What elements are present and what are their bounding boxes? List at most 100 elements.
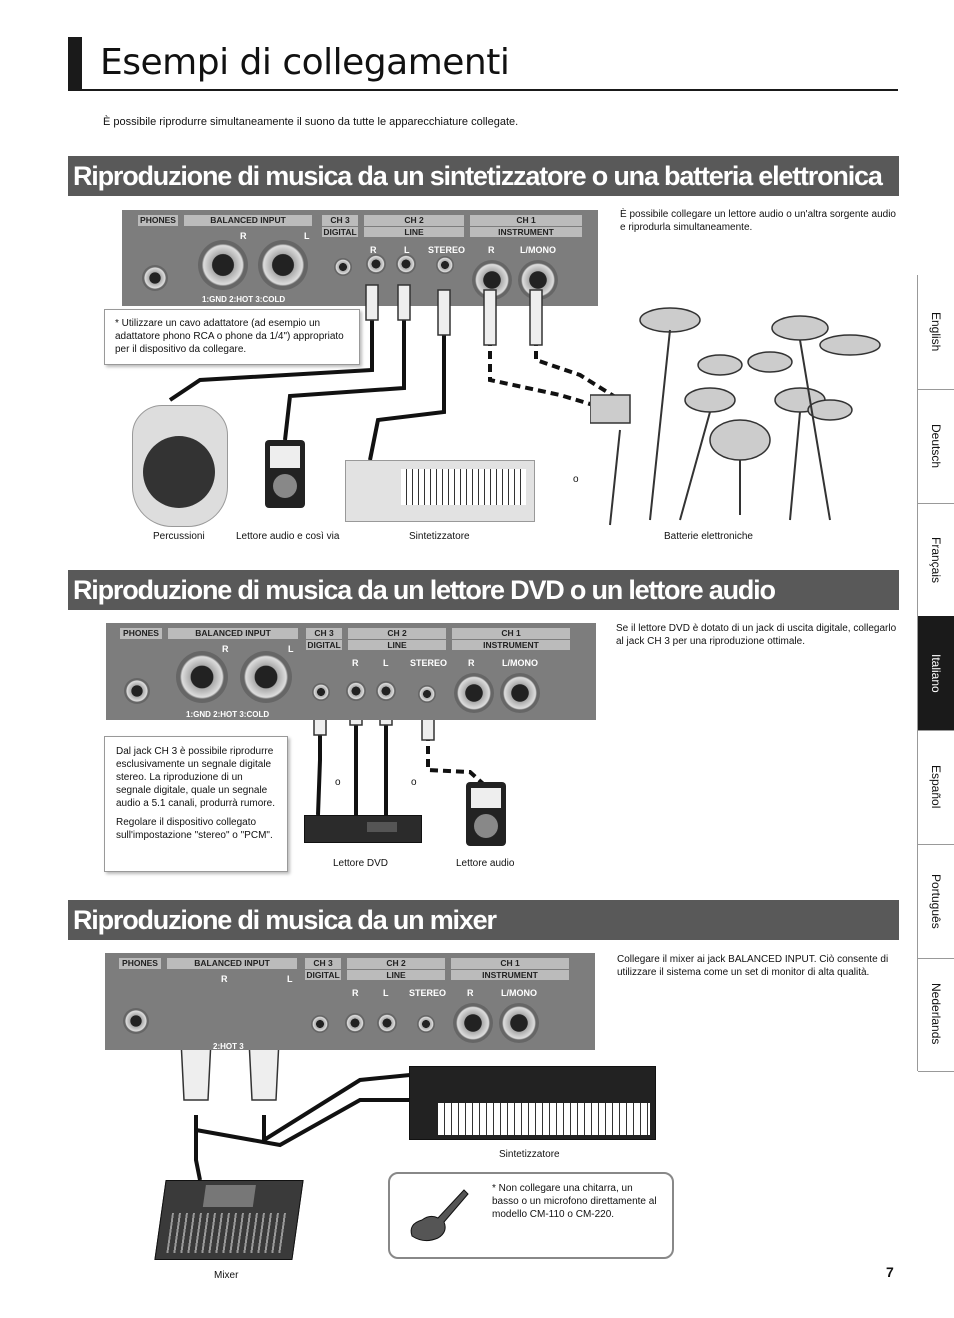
section3-description: Collegare il mixer ai jack BALANCED INPU… — [617, 954, 889, 978]
stereo-mini-jack — [418, 685, 436, 703]
language-tabs: English Deutsch Français Italiano Españo… — [917, 275, 954, 1072]
phones-jack — [124, 678, 150, 704]
l-label: L — [304, 231, 310, 241]
instrument-r-jack — [453, 1003, 493, 1043]
r-label: R — [240, 231, 247, 241]
instrument-lmono-jack — [499, 1003, 539, 1043]
tab-english[interactable]: English — [918, 275, 954, 390]
instrument-label: INSTRUMENT — [451, 970, 569, 980]
phones-jack — [142, 265, 168, 291]
section1-description: È possibile collegare un lettore audio o… — [620, 209, 896, 233]
r-label: R — [221, 974, 228, 984]
mixer-device — [154, 1180, 304, 1260]
or-text-3: o — [411, 777, 417, 788]
rca-r-jack — [366, 254, 386, 274]
xlr-l-jack — [240, 651, 292, 703]
caption-synth-2: Sintetizzatore — [499, 1149, 560, 1160]
page-title: Esempi di collegamenti — [100, 42, 510, 83]
xlr-r-jack — [176, 651, 228, 703]
ch2-label: CH 2 — [347, 958, 445, 969]
section-heading-mixer: Riproduzione di musica da un mixer — [68, 900, 899, 940]
digital-jack — [334, 258, 352, 276]
intro-text: È possibile riprodurre simultaneamente i… — [103, 116, 519, 128]
lmono-label: L/MONO — [501, 988, 537, 998]
audio-player-wheel-2 — [474, 814, 498, 838]
or-text-2: o — [335, 777, 341, 788]
audio-player-device-2 — [466, 782, 506, 846]
caption-audio: Lettore audio — [456, 858, 515, 869]
stereo-label: STEREO — [410, 658, 448, 668]
synth-keyboard — [345, 460, 535, 522]
ch2-r-label: R — [352, 988, 359, 998]
ch1-label: CH 1 — [470, 215, 582, 226]
or-text-1: o — [573, 474, 579, 485]
ch2-r-label: R — [352, 658, 359, 668]
ch1-r-label: R — [468, 658, 475, 668]
l-label: L — [287, 974, 293, 984]
synth-keys-2 — [438, 1103, 650, 1135]
audio-player-wheel — [273, 474, 297, 498]
audio-player-screen — [270, 446, 300, 468]
digital-jack — [311, 1015, 329, 1033]
digital-label: DIGITAL — [322, 227, 358, 237]
ch1-r-label: R — [488, 245, 495, 255]
section2-description: Se il lettore DVD è dotato di un jack di… — [616, 623, 897, 647]
percussion-pad-surface — [143, 436, 215, 508]
tab-deutsch[interactable]: Deutsch — [918, 389, 954, 504]
rca-r-jack — [345, 1013, 365, 1033]
phones-jack — [123, 1008, 149, 1034]
line-label: LINE — [347, 970, 445, 980]
digital-label: DIGITAL — [305, 970, 341, 980]
page-number: 7 — [886, 1264, 894, 1280]
mixer-faders — [166, 1213, 288, 1253]
percussion-pad — [132, 405, 228, 527]
section2-note: Dal jack CH 3 è possibile riprodurre esc… — [104, 736, 288, 872]
phones-label: PHONES — [120, 628, 162, 639]
line-label: LINE — [364, 227, 464, 237]
ch3-label: CH 3 — [305, 958, 341, 969]
l-label: L — [288, 644, 294, 654]
ch2-label: CH 2 — [364, 215, 464, 226]
ch2-l-label: L — [404, 245, 410, 255]
title-bar-accent — [68, 37, 82, 90]
instrument-lmono-jack — [500, 673, 540, 713]
section3-note-text: * Non collegare una chitarra, un basso o… — [492, 1183, 657, 1220]
section2-note-p2: Regolare il dispositivo collegato sull'i… — [116, 817, 273, 841]
ch1-label: CH 1 — [451, 958, 569, 969]
electronic-drum-kit — [590, 307, 881, 526]
stereo-label: STEREO — [409, 988, 447, 998]
stereo-label: STEREO — [428, 245, 466, 255]
dvd-display — [367, 822, 397, 832]
ch2-l-label: L — [383, 658, 389, 668]
synth-keyboard-2 — [409, 1066, 656, 1140]
lmono-label: L/MONO — [502, 658, 538, 668]
guitar-icon — [410, 1189, 469, 1242]
section-heading-synth-drums: Riproduzione di musica da un sintetizzat… — [68, 156, 899, 196]
balanced-input-label: BALANCED INPUT — [167, 958, 297, 969]
stereo-mini-jack — [436, 256, 454, 274]
balanced-input-label: BALANCED INPUT — [184, 215, 312, 226]
instrument-label: INSTRUMENT — [452, 640, 570, 650]
stereo-mini-jack — [417, 1015, 435, 1033]
tab-nederlands[interactable]: Nederlands — [918, 957, 954, 1072]
line-label: LINE — [348, 640, 446, 650]
tab-francais[interactable]: Français — [918, 503, 954, 618]
ch2-r-label: R — [370, 245, 377, 255]
ch1-r-label: R — [467, 988, 474, 998]
tab-espanol[interactable]: Español — [918, 730, 954, 845]
ch2-label: CH 2 — [348, 628, 446, 639]
mixer-screen — [202, 1185, 256, 1207]
r-label: R — [222, 644, 229, 654]
rear-panel-1: PHONES BALANCED INPUT R L CH 3 DIGITAL C… — [122, 210, 598, 306]
digital-jack — [312, 683, 330, 701]
section3-note: * Non collegare una chitarra, un basso o… — [388, 1172, 674, 1259]
caption-drums: Batterie elettroniche — [664, 531, 753, 542]
lmono-label: L/MONO — [520, 245, 556, 255]
xlr-l-jack — [258, 240, 308, 290]
section1-note-text: * Utilizzare un cavo adattatore (ad esem… — [115, 318, 344, 355]
pin-text: 1:GND 2:HOT 3:COLD — [186, 710, 270, 719]
tab-portugues[interactable]: Português — [918, 844, 954, 959]
rca-l-jack — [377, 1013, 397, 1033]
ch2-l-label: L — [383, 988, 389, 998]
tab-italiano[interactable]: Italiano — [918, 616, 954, 731]
